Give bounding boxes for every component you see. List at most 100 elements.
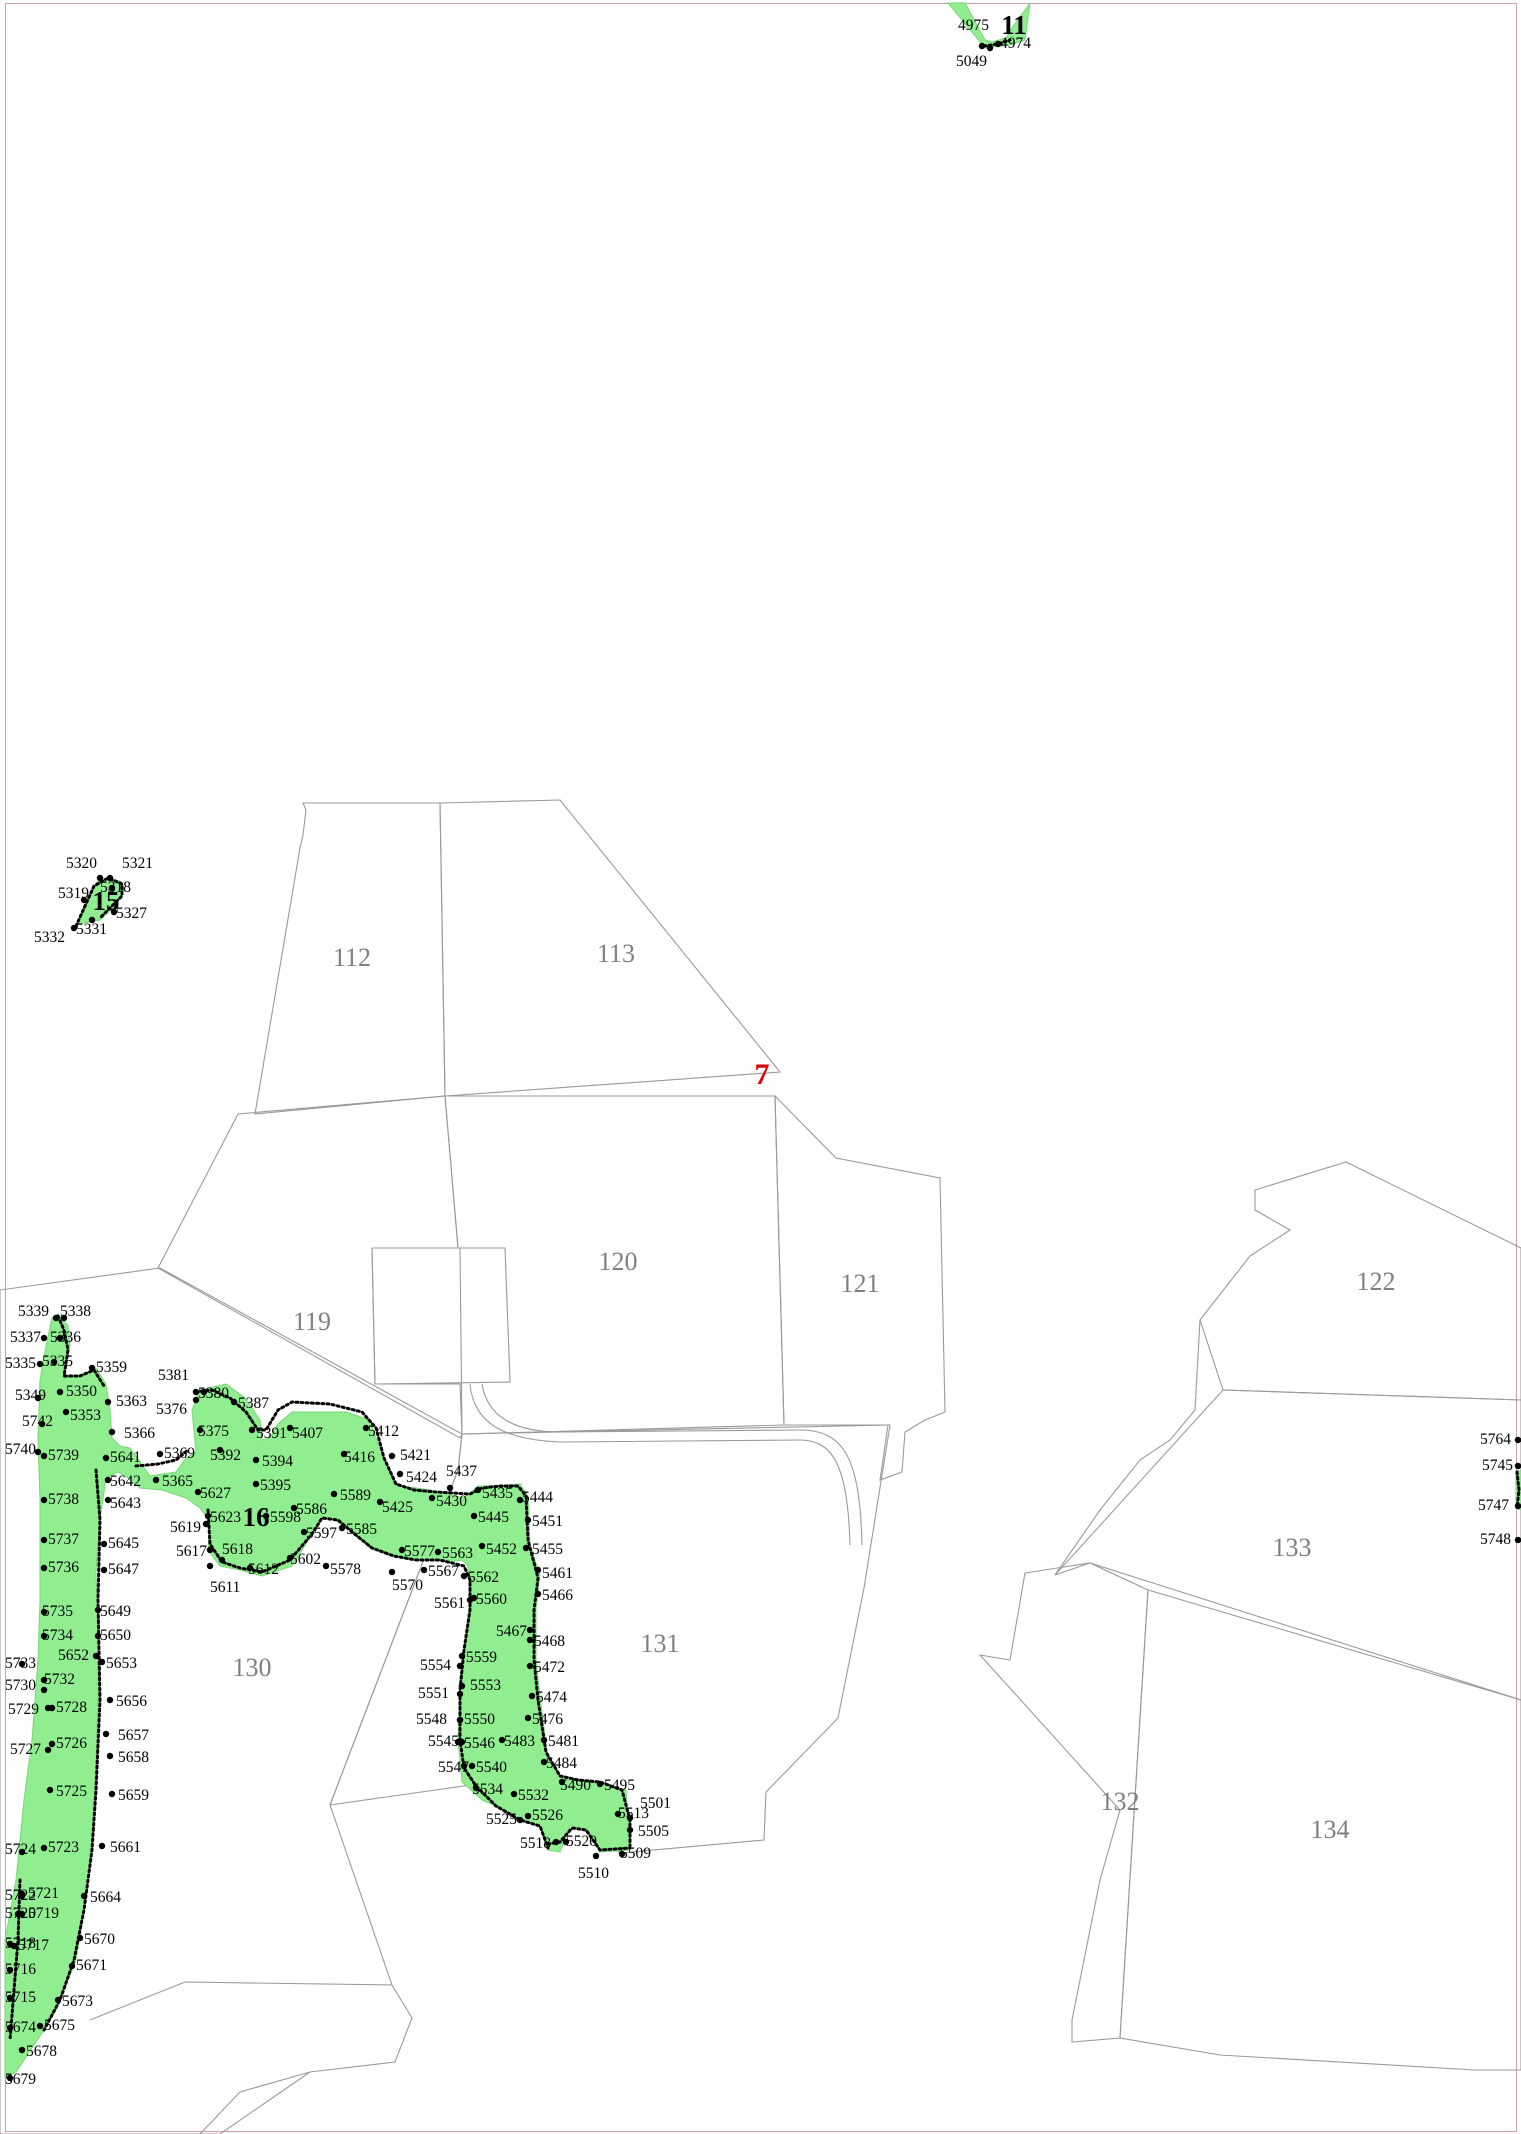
survey-point-label: 5327 — [116, 905, 147, 922]
zone-label-11[interactable]: 11 — [1001, 10, 1027, 40]
survey-point-dot — [108, 1790, 116, 1798]
survey-point-dot — [460, 1572, 468, 1580]
red-marker-label[interactable]: 7 — [755, 1058, 770, 1091]
survey-point-dot — [290, 1504, 298, 1512]
survey-point-label: 5563 — [442, 1545, 473, 1562]
survey-point-dot — [1514, 1536, 1521, 1544]
survey-point-label: 5353 — [70, 1407, 101, 1424]
survey-point-dot — [300, 1528, 308, 1536]
survey-point-label: 5627 — [200, 1485, 231, 1502]
parcel-label-134[interactable]: 134 — [1311, 1815, 1350, 1844]
parcel-label-130[interactable]: 130 — [233, 1653, 272, 1682]
survey-point-dot — [524, 1812, 532, 1820]
survey-point-label: 5412 — [368, 1423, 399, 1440]
survey-point-label: 5525 — [486, 1811, 517, 1828]
survey-point-dot — [540, 1736, 548, 1744]
survey-point-dot — [52, 1314, 60, 1322]
survey-point-dot — [286, 1424, 294, 1432]
parcel-label-119[interactable]: 119 — [293, 1307, 331, 1336]
survey-point-label: 5674 — [5, 2019, 36, 2036]
parcel-lines — [0, 799, 1521, 2134]
survey-point-label: 5375 — [198, 1423, 229, 1440]
survey-point-dot — [458, 1652, 466, 1660]
survey-point-dot — [98, 1842, 106, 1850]
survey-point-dot — [458, 1738, 466, 1746]
zone-labels: 11 15 16 7 — [93, 10, 1027, 1532]
survey-point-dot — [978, 42, 986, 50]
survey-point-dot — [592, 1852, 600, 1860]
survey-point-dot — [106, 1752, 114, 1760]
survey-point-dot — [510, 1790, 518, 1798]
survey-point-dot — [1514, 1436, 1521, 1444]
survey-point-dot — [40, 1686, 48, 1694]
survey-point-label: 5562 — [468, 1569, 499, 1586]
survey-point-dot — [48, 1740, 56, 1748]
parcel-label-122[interactable]: 122 — [1357, 1267, 1396, 1296]
parcel-label-112[interactable]: 112 — [333, 943, 371, 972]
survey-point-dot — [1514, 1462, 1521, 1470]
survey-point-label: 5719 — [28, 1905, 59, 1922]
survey-point-label: 5745 — [1482, 1457, 1513, 1474]
survey-point-dot — [340, 1450, 348, 1458]
survey-point-dot — [626, 1826, 634, 1834]
survey-point-dot — [100, 1566, 108, 1574]
survey-point-dot — [104, 1476, 112, 1484]
survey-point-label: 5598 — [270, 1509, 301, 1526]
survey-point-label: 5642 — [110, 1473, 141, 1490]
parcel-label-121[interactable]: 121 — [841, 1269, 880, 1298]
survey-point-dot — [44, 1746, 52, 1754]
survey-point-label: 5435 — [482, 1485, 513, 1502]
survey-point-dot — [104, 1496, 112, 1504]
survey-point-label: 5363 — [116, 1393, 147, 1410]
survey-point-dot — [534, 1566, 542, 1574]
survey-point-dot — [248, 1426, 256, 1434]
survey-point-label: 5643 — [110, 1495, 141, 1512]
survey-point-dot — [322, 1562, 330, 1570]
green-zones — [4, 2, 1521, 2079]
survey-point-label: 5394 — [262, 1453, 293, 1470]
survey-point-label: 5484 — [546, 1755, 577, 1772]
survey-point-label: 5321 — [122, 855, 153, 872]
survey-point-dot — [196, 1426, 204, 1434]
parcel-label-113[interactable]: 113 — [597, 939, 635, 968]
survey-point-label: 5747 — [1478, 1497, 1509, 1514]
survey-point-label: 5369 — [164, 1445, 195, 1462]
survey-point-dot — [526, 1636, 534, 1644]
survey-point-label: 5319 — [58, 885, 89, 902]
survey-point-dot — [108, 884, 116, 892]
survey-point-dot — [40, 1632, 48, 1640]
survey-point-label: 5670 — [84, 1931, 115, 1948]
parcel-label-133[interactable]: 133 — [1273, 1533, 1312, 1562]
survey-point-dot — [94, 1632, 102, 1640]
survey-point-label: 5659 — [118, 1787, 149, 1804]
survey-point-dot — [106, 874, 114, 882]
survey-point-label: 5481 — [548, 1733, 579, 1750]
parcel-label-131[interactable]: 131 — [641, 1629, 680, 1658]
parcel-131-outline — [329, 1424, 891, 1854]
survey-point-dot — [156, 1450, 164, 1458]
survey-point-label: 5381 — [158, 1367, 189, 1384]
survey-point-label: 5559 — [466, 1649, 497, 1666]
zone-edge-boundary — [1515, 1470, 1521, 1510]
survey-point-dot — [18, 1660, 26, 1668]
survey-point-dot — [338, 1524, 346, 1532]
parcel-label-120[interactable]: 120 — [599, 1247, 638, 1276]
survey-point-dot — [202, 1520, 210, 1528]
survey-point-dot — [96, 874, 104, 882]
parcel-label-132[interactable]: 132 — [1101, 1787, 1140, 1816]
survey-point-dot — [618, 1850, 626, 1858]
survey-point-label: 5349 — [15, 1387, 46, 1404]
survey-point-dot — [102, 1454, 110, 1462]
survey-point-label: 5444 — [522, 1489, 553, 1506]
survey-point-dot — [40, 1496, 48, 1504]
survey-point-dot — [458, 1682, 466, 1690]
survey-point-dot — [6, 1966, 14, 1974]
survey-point-label: 5570 — [392, 1577, 423, 1594]
zone-16-boundary-bottom — [206, 1508, 550, 1850]
survey-point-label: 5551 — [418, 1685, 449, 1702]
survey-point-dot — [104, 1398, 112, 1406]
road-lower-2 — [199, 2071, 311, 2134]
survey-point-dot — [362, 1424, 370, 1432]
survey-point-dot — [18, 1890, 26, 1898]
